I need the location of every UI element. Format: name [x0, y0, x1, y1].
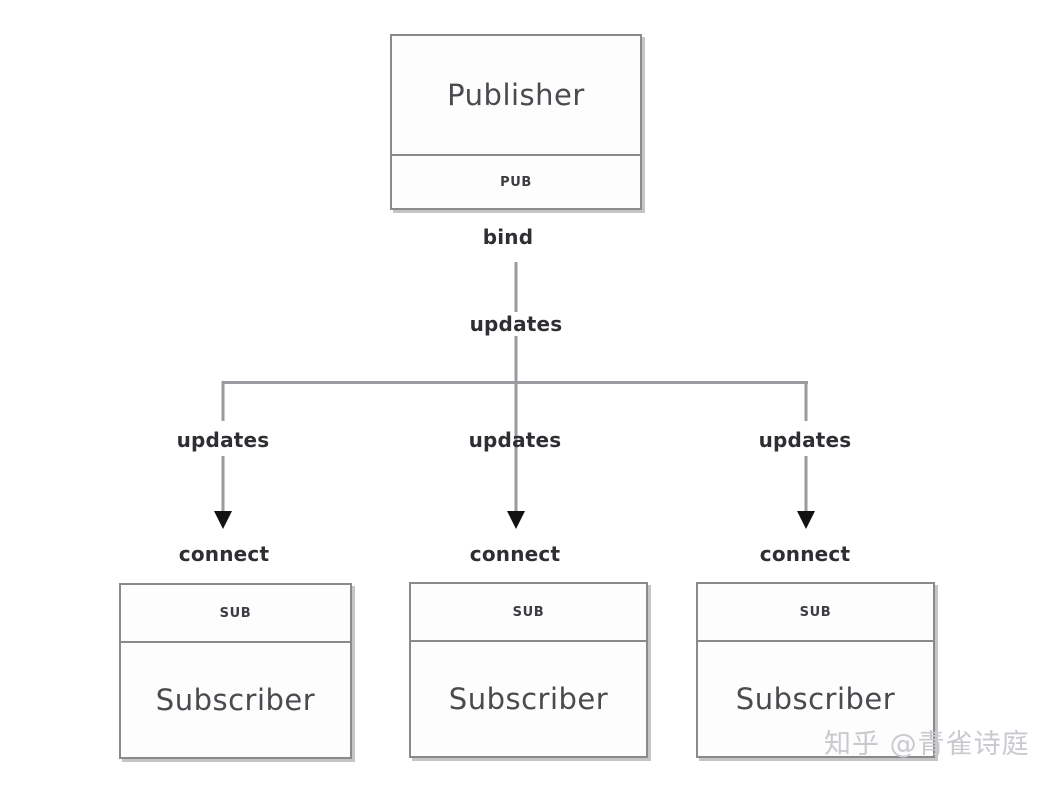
bind-label: bind	[482, 225, 534, 249]
publisher-title: Publisher	[447, 77, 585, 112]
branch-line-left-lower	[221, 456, 225, 512]
publisher-node[interactable]: Publisher PUB	[390, 34, 642, 210]
branch-line-left-upper	[221, 381, 225, 421]
distribution-bus-line	[222, 381, 808, 384]
connect-label-2: connect	[469, 542, 561, 566]
publisher-trunk-line-upper	[514, 262, 518, 312]
subscriber-1-socket-cell: SUB	[121, 585, 350, 643]
subscriber-1-title-cell: Subscriber	[121, 643, 350, 757]
subscriber-2-title-cell: Subscriber	[411, 642, 646, 756]
subscriber-3-title: Subscriber	[735, 681, 896, 716]
arrowhead-center	[507, 511, 525, 529]
subscriber-1-title: Subscriber	[155, 682, 316, 717]
watermark-text: 知乎 @青雀诗庭	[824, 729, 1030, 760]
subscriber-node-1[interactable]: SUB Subscriber	[119, 583, 352, 759]
subscriber-3-socket-label: SUB	[799, 604, 832, 620]
subscriber-2-socket-label: SUB	[512, 604, 545, 620]
connect-label-1: connect	[178, 542, 270, 566]
arrowhead-left	[214, 511, 232, 529]
subscriber-2-title: Subscriber	[448, 681, 609, 716]
subscriber-2-socket-cell: SUB	[411, 584, 646, 642]
branch-line-right-lower	[804, 456, 808, 512]
publisher-socket-label: PUB	[500, 174, 532, 190]
updates-label-center: updates	[468, 428, 562, 452]
publisher-socket-cell: PUB	[392, 156, 640, 208]
subscriber-node-3[interactable]: SUB Subscriber	[696, 582, 935, 758]
branch-line-right-upper	[804, 381, 808, 421]
connect-label-3: connect	[759, 542, 851, 566]
updates-label-left: updates	[176, 428, 270, 452]
publisher-trunk-line-lower	[514, 336, 518, 512]
updates-label-top: updates	[469, 312, 563, 336]
subscriber-3-socket-cell: SUB	[698, 584, 933, 642]
subscriber-node-2[interactable]: SUB Subscriber	[409, 582, 648, 758]
arrowhead-right	[797, 511, 815, 529]
updates-label-right: updates	[758, 428, 852, 452]
subscriber-3-title-cell: Subscriber	[698, 642, 933, 756]
publisher-title-cell: Publisher	[392, 36, 640, 156]
subscriber-1-socket-label: SUB	[219, 605, 252, 621]
